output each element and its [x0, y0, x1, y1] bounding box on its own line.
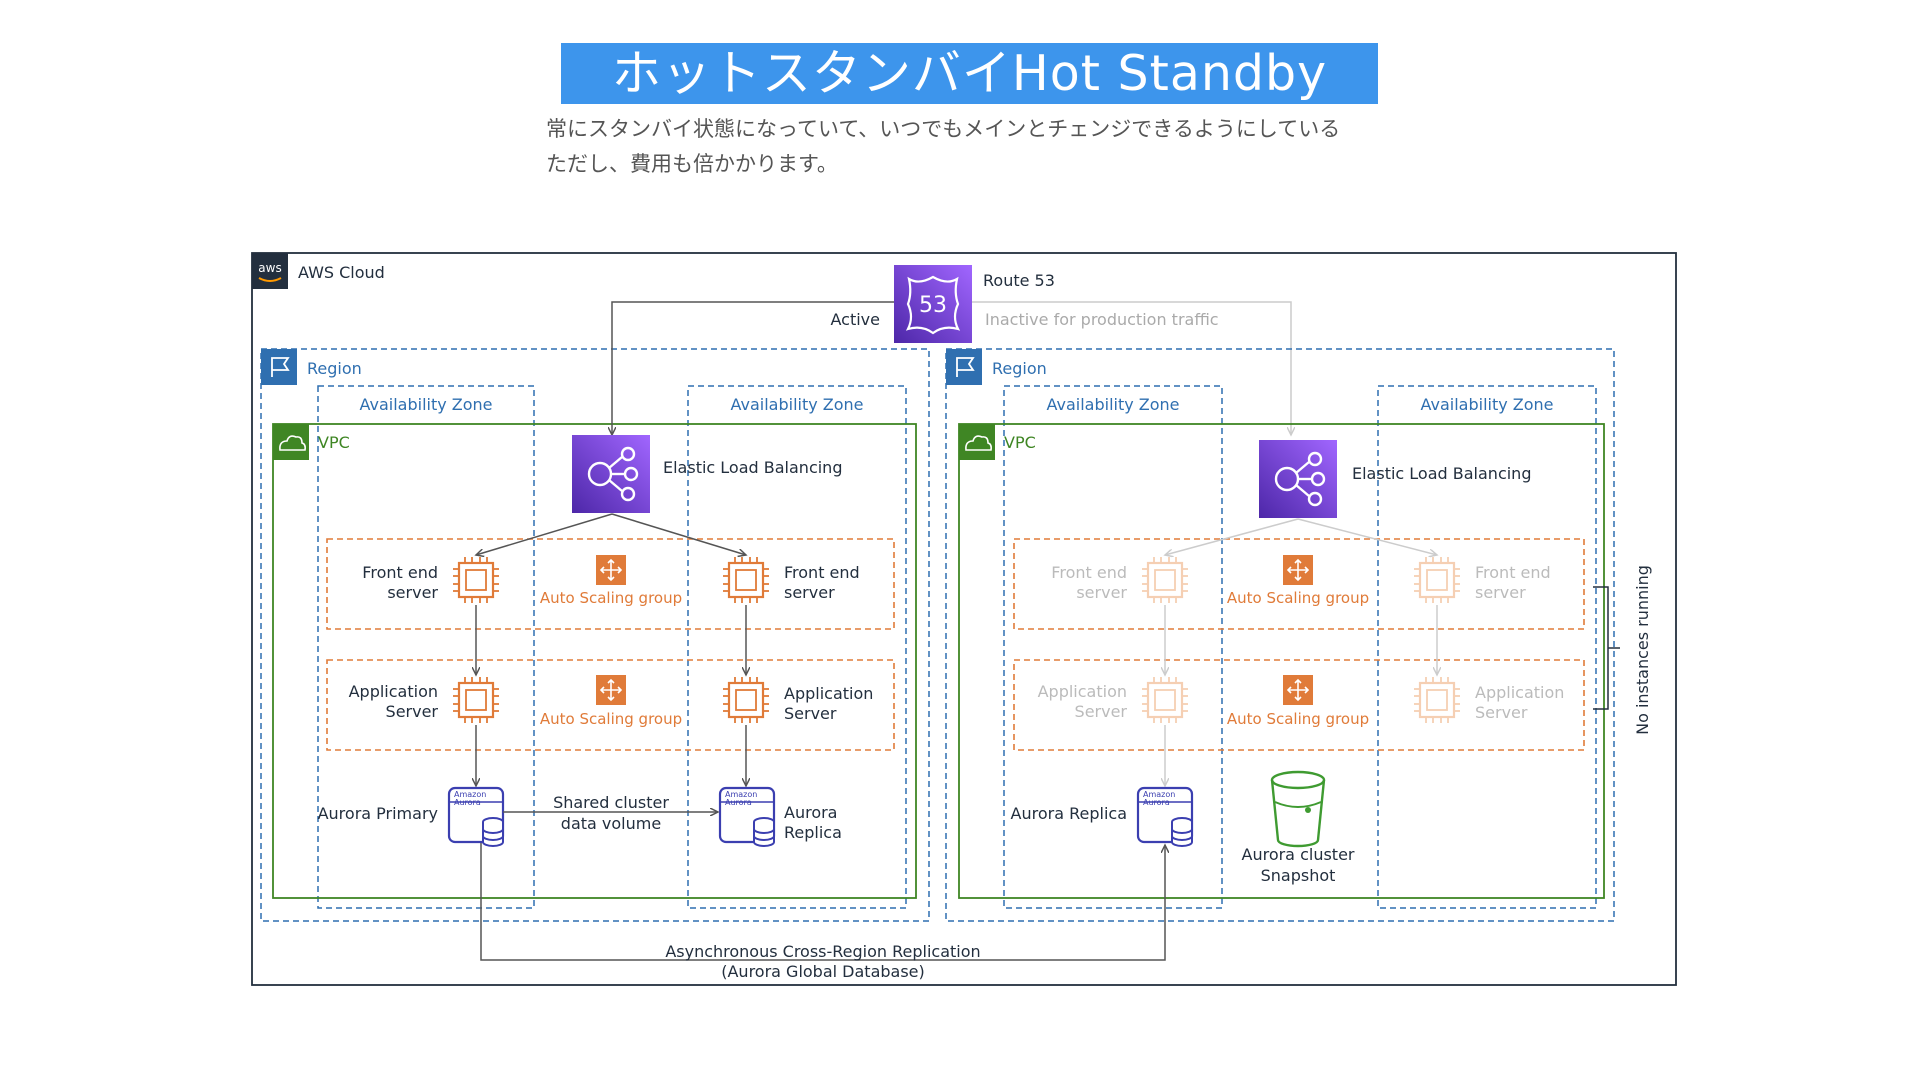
elb-right-label: Elastic Load Balancing	[1352, 464, 1531, 483]
connector	[1165, 518, 1299, 555]
asg-left-top-label: Auto Scaling group	[540, 589, 682, 607]
subtitle-line-1: 常にスタンバイ状態になっていて、いつでもメインとチェンジできるようにしている	[546, 117, 1341, 141]
route53-active-connector	[612, 301, 894, 435]
shared-volume-label-2: data volume	[561, 814, 661, 833]
vpc-right-label: VPC	[1004, 433, 1036, 452]
frontend-left-label-2: server	[387, 583, 438, 602]
connector	[476, 513, 613, 555]
route53-active-label: Active	[831, 310, 881, 329]
replication-label-1: Asynchronous Cross-Region Replication	[665, 942, 980, 961]
elb-left-icon	[570, 433, 652, 515]
frontend-right-label-1: Front end	[784, 563, 860, 582]
elb-right-icon	[1257, 438, 1339, 520]
vpc-left	[272, 423, 917, 899]
svg-text:53: 53	[919, 293, 947, 318]
app-inactive-left-label-2: Server	[1075, 702, 1128, 721]
shared-volume-label-1: Shared cluster	[553, 793, 669, 812]
app-inactive-left-chip-icon	[1140, 675, 1190, 725]
vpc-cloud-icon	[959, 424, 995, 460]
frontend-left-chip-icon	[451, 555, 501, 605]
az-left-1-label: Availability Zone	[359, 395, 492, 414]
auto-scaling-icon	[595, 554, 627, 586]
frontend-inactive-left-label-2: server	[1076, 583, 1127, 602]
vpc-right	[958, 423, 1605, 899]
aurora-replica-left-label-1: Aurora	[784, 803, 837, 822]
route53-label: Route 53	[983, 271, 1055, 290]
vpc-cloud-icon	[273, 424, 309, 460]
frontend-left-label-1: Front end	[362, 563, 438, 582]
region-right	[945, 348, 1615, 922]
vpc-left-label: VPC	[318, 433, 350, 452]
svg-text:Amazon: Amazon	[725, 790, 757, 799]
elb-left-label: Elastic Load Balancing	[663, 458, 842, 477]
snapshot-label-1: Aurora cluster	[1242, 845, 1355, 864]
aws-logo-icon: aws	[252, 253, 288, 289]
aurora-replica-left-label-2: Replica	[784, 823, 842, 842]
aws-cloud-label: AWS Cloud	[298, 263, 385, 282]
asg-right-top	[1013, 538, 1585, 630]
region-right-label: Region	[992, 359, 1047, 378]
asg-right-bottom-label: Auto Scaling group	[1227, 710, 1369, 728]
title-band: ホットスタンバイHot Standby	[561, 43, 1378, 104]
asg-left-top	[326, 538, 895, 630]
snapshot-label-2: Snapshot	[1261, 866, 1336, 885]
replication-connector	[480, 843, 1165, 961]
aurora-replica-left-icon: Amazon Aurora	[718, 786, 776, 848]
connector	[611, 513, 746, 555]
aurora-replica-right-icon: Amazon Aurora	[1136, 786, 1194, 848]
subtitle-line-2: ただし、費用も倍かかります。	[546, 152, 838, 176]
az-right-1-label: Availability Zone	[1046, 395, 1179, 414]
region-left	[260, 348, 930, 922]
app-inactive-left-label-1: Application	[1038, 682, 1127, 701]
asg-right-bottom	[1013, 659, 1585, 751]
svg-text:Aurora: Aurora	[725, 798, 752, 807]
az-left-1	[317, 385, 535, 909]
asg-left-bottom	[326, 659, 895, 751]
region-flag-icon	[261, 349, 297, 385]
route53-icon: 53	[894, 265, 972, 343]
app-right-label-2: Server	[784, 704, 837, 723]
svg-text:Amazon: Amazon	[454, 790, 486, 799]
auto-scaling-icon	[595, 674, 627, 706]
asg-right-top-label: Auto Scaling group	[1227, 589, 1369, 607]
region-left-label: Region	[307, 359, 362, 378]
page-title: ホットスタンバイHot Standby	[611, 45, 1328, 102]
app-right-chip-icon	[721, 675, 771, 725]
app-inactive-right-label-1: Application	[1475, 683, 1564, 702]
app-left-label-2: Server	[386, 702, 439, 721]
app-inactive-right-label-2: Server	[1475, 703, 1528, 722]
asg-left-bottom-label: Auto Scaling group	[540, 710, 682, 728]
az-right-2-label: Availability Zone	[1420, 395, 1553, 414]
region-flag-icon	[946, 349, 982, 385]
route53-inactive-connector	[972, 301, 1291, 435]
aurora-primary-label: Aurora Primary	[318, 804, 438, 823]
app-left-chip-icon	[451, 675, 501, 725]
aurora-primary-icon: Amazon Aurora	[447, 786, 505, 848]
svg-text:Amazon: Amazon	[1143, 790, 1175, 799]
frontend-right-label-2: server	[784, 583, 835, 602]
az-left-2-label: Availability Zone	[730, 395, 863, 414]
no-instances-label: No instances running	[1633, 565, 1652, 735]
svg-text:Aurora: Aurora	[454, 798, 481, 807]
aurora-replica-right-label: Aurora Replica	[1011, 804, 1127, 823]
aws-cloud-frame	[251, 252, 1677, 986]
auto-scaling-icon	[1282, 554, 1314, 586]
frontend-right-chip-icon	[721, 555, 771, 605]
frontend-inactive-right-label-2: server	[1475, 583, 1526, 602]
svg-text:aws: aws	[258, 261, 281, 275]
frontend-inactive-left-label-1: Front end	[1051, 563, 1127, 582]
auto-scaling-icon	[1282, 674, 1314, 706]
app-right-label-1: Application	[784, 684, 873, 703]
route53-inactive-label: Inactive for production traffic	[985, 310, 1219, 329]
app-left-label-1: Application	[349, 682, 438, 701]
svg-text:Aurora: Aurora	[1143, 798, 1170, 807]
app-inactive-right-chip-icon	[1412, 675, 1462, 725]
frontend-inactive-left-chip-icon	[1140, 555, 1190, 605]
connector	[1297, 518, 1437, 555]
bucket-icon	[1270, 770, 1326, 848]
frontend-inactive-right-chip-icon	[1412, 555, 1462, 605]
frontend-inactive-right-label-1: Front end	[1475, 563, 1551, 582]
replication-label-2: (Aurora Global Database)	[721, 962, 925, 981]
